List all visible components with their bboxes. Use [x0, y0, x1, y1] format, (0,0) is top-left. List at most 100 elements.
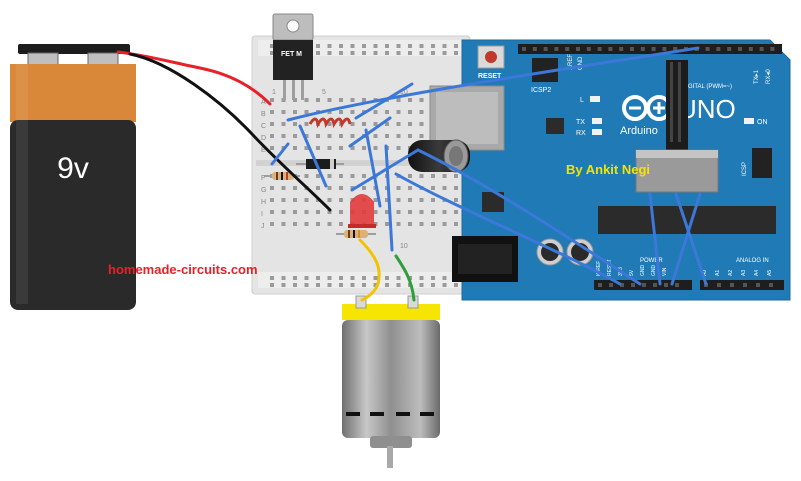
inductor-coil — [308, 117, 352, 129]
wire-blue — [394, 172, 622, 286]
website-watermark: homemade-circuits.com — [108, 262, 258, 277]
rx-pin-label: RX◂0 — [766, 69, 772, 84]
potentiometer-shaft — [666, 60, 688, 156]
usb-port-inner — [436, 92, 498, 144]
header-label: 5V — [629, 269, 635, 276]
wire-blue — [648, 192, 662, 286]
analog-pin-label: A4 — [754, 270, 760, 276]
battery-body-orange — [10, 64, 136, 122]
header-label: VIN — [662, 267, 668, 276]
breadboard-col-number: 1 — [272, 89, 276, 96]
resistor — [336, 230, 376, 238]
potentiometer-shaft-grip — [670, 62, 673, 142]
red-led — [348, 194, 376, 228]
wire-blue — [354, 82, 414, 120]
tx-pin-label: TX▸1 — [754, 69, 760, 84]
mosfet-leg — [301, 80, 304, 100]
battery-9v: 9v — [10, 44, 136, 310]
battery-terminal-cap — [18, 44, 130, 54]
breadboard-col-number: 10 — [400, 243, 408, 250]
mosfet-tab-hole — [286, 19, 300, 33]
header-label: RESET — [607, 259, 613, 276]
icsp2-label: ICSP2 — [531, 87, 551, 94]
wire-blue — [364, 128, 382, 208]
breadboard-row-letter: A — [261, 99, 266, 106]
aref-label: AREF — [568, 54, 574, 70]
breadboard-row-letter: C — [261, 123, 266, 130]
breadboard-col-number: 10 — [400, 89, 408, 96]
breadboard-power-rail-bottom — [258, 272, 464, 288]
electrolytic-capacitor — [408, 139, 470, 173]
power-jack-barrel — [458, 244, 512, 274]
motor-terminal — [355, 295, 367, 309]
breadboard: A B C D E F G H I J 1 5 10 10 — [251, 35, 471, 295]
breadboard-col-number: 5 — [322, 89, 326, 96]
diode — [296, 159, 344, 169]
led-on — [744, 118, 754, 124]
mosfet-leg — [292, 80, 295, 100]
mosfet-leg — [283, 80, 286, 100]
wire-blue — [270, 142, 290, 166]
wire-blue — [348, 116, 392, 148]
analog-label: ANALOG IN — [736, 258, 769, 264]
voltage-regulator — [482, 192, 504, 212]
breadboard-row-letter: H — [261, 199, 266, 206]
battery-body-highlight — [16, 64, 28, 304]
motor-vent — [396, 412, 410, 416]
wire-blue — [350, 148, 420, 192]
author-credit: By Ankit Negi — [566, 162, 651, 177]
reset-label: RESET — [478, 73, 502, 80]
dc-motor — [342, 295, 440, 468]
icsp-header — [752, 148, 772, 178]
led-tx — [592, 118, 602, 124]
wire-blue — [384, 144, 394, 252]
wire-green-motor — [394, 254, 416, 302]
mosfet-label: FET M — [281, 51, 302, 58]
battery-voltage-label: 9v — [57, 152, 89, 185]
breadboard-center-channel — [256, 160, 466, 166]
analog-pin-label: A5 — [767, 270, 773, 276]
reset-button-cap — [485, 51, 497, 63]
motor-vent — [420, 412, 434, 416]
wire-yellow-motor — [358, 238, 381, 302]
breadboard-row-letter: I — [261, 211, 263, 218]
led-rx — [592, 129, 602, 135]
analog-pin-label: A0 — [702, 270, 708, 276]
motor-vent — [346, 412, 360, 416]
analog-pin-label: A3 — [741, 270, 747, 276]
motor-vent — [370, 412, 384, 416]
led-l-label: L — [580, 97, 584, 104]
gnd-label: GND — [578, 56, 584, 70]
breadboard-row-letter: B — [261, 111, 266, 118]
header-label: GND — [651, 265, 657, 277]
mosfet-body — [273, 40, 313, 80]
breadboard-row-letter: J — [261, 223, 265, 230]
analog-pin-label: A1 — [715, 270, 721, 276]
icsp-label: ICSP — [742, 162, 748, 176]
wire-blue — [670, 192, 702, 286]
small-chip — [546, 118, 564, 134]
breadboard-row-letter: E — [261, 147, 266, 154]
digital-label: DIGITAL (PWM=~) — [682, 84, 732, 90]
wire-blue — [286, 46, 700, 122]
led-rx-label: RX — [576, 130, 586, 137]
power-label: POWER — [640, 258, 663, 264]
wire-blue — [416, 148, 642, 286]
wire-blue — [298, 124, 328, 188]
mosfet: FET M — [272, 13, 314, 100]
arduino-brand-text: Arduino — [620, 125, 658, 137]
breadboard-row-letter: G — [261, 187, 266, 194]
breadboard-row-letter: F — [261, 175, 265, 182]
potentiometer-base-top — [636, 150, 718, 158]
motor-shaft-collar — [370, 436, 412, 448]
battery-body-black — [10, 120, 136, 310]
motor-shaft — [387, 446, 393, 468]
analog-header — [700, 280, 784, 290]
led-l — [590, 96, 600, 102]
potentiometer-shaft-grip — [678, 62, 681, 142]
led-on-label: ON — [757, 119, 768, 126]
potentiometer — [635, 60, 719, 193]
wire-blue — [674, 192, 708, 286]
led-tx-label: TX — [576, 119, 585, 126]
